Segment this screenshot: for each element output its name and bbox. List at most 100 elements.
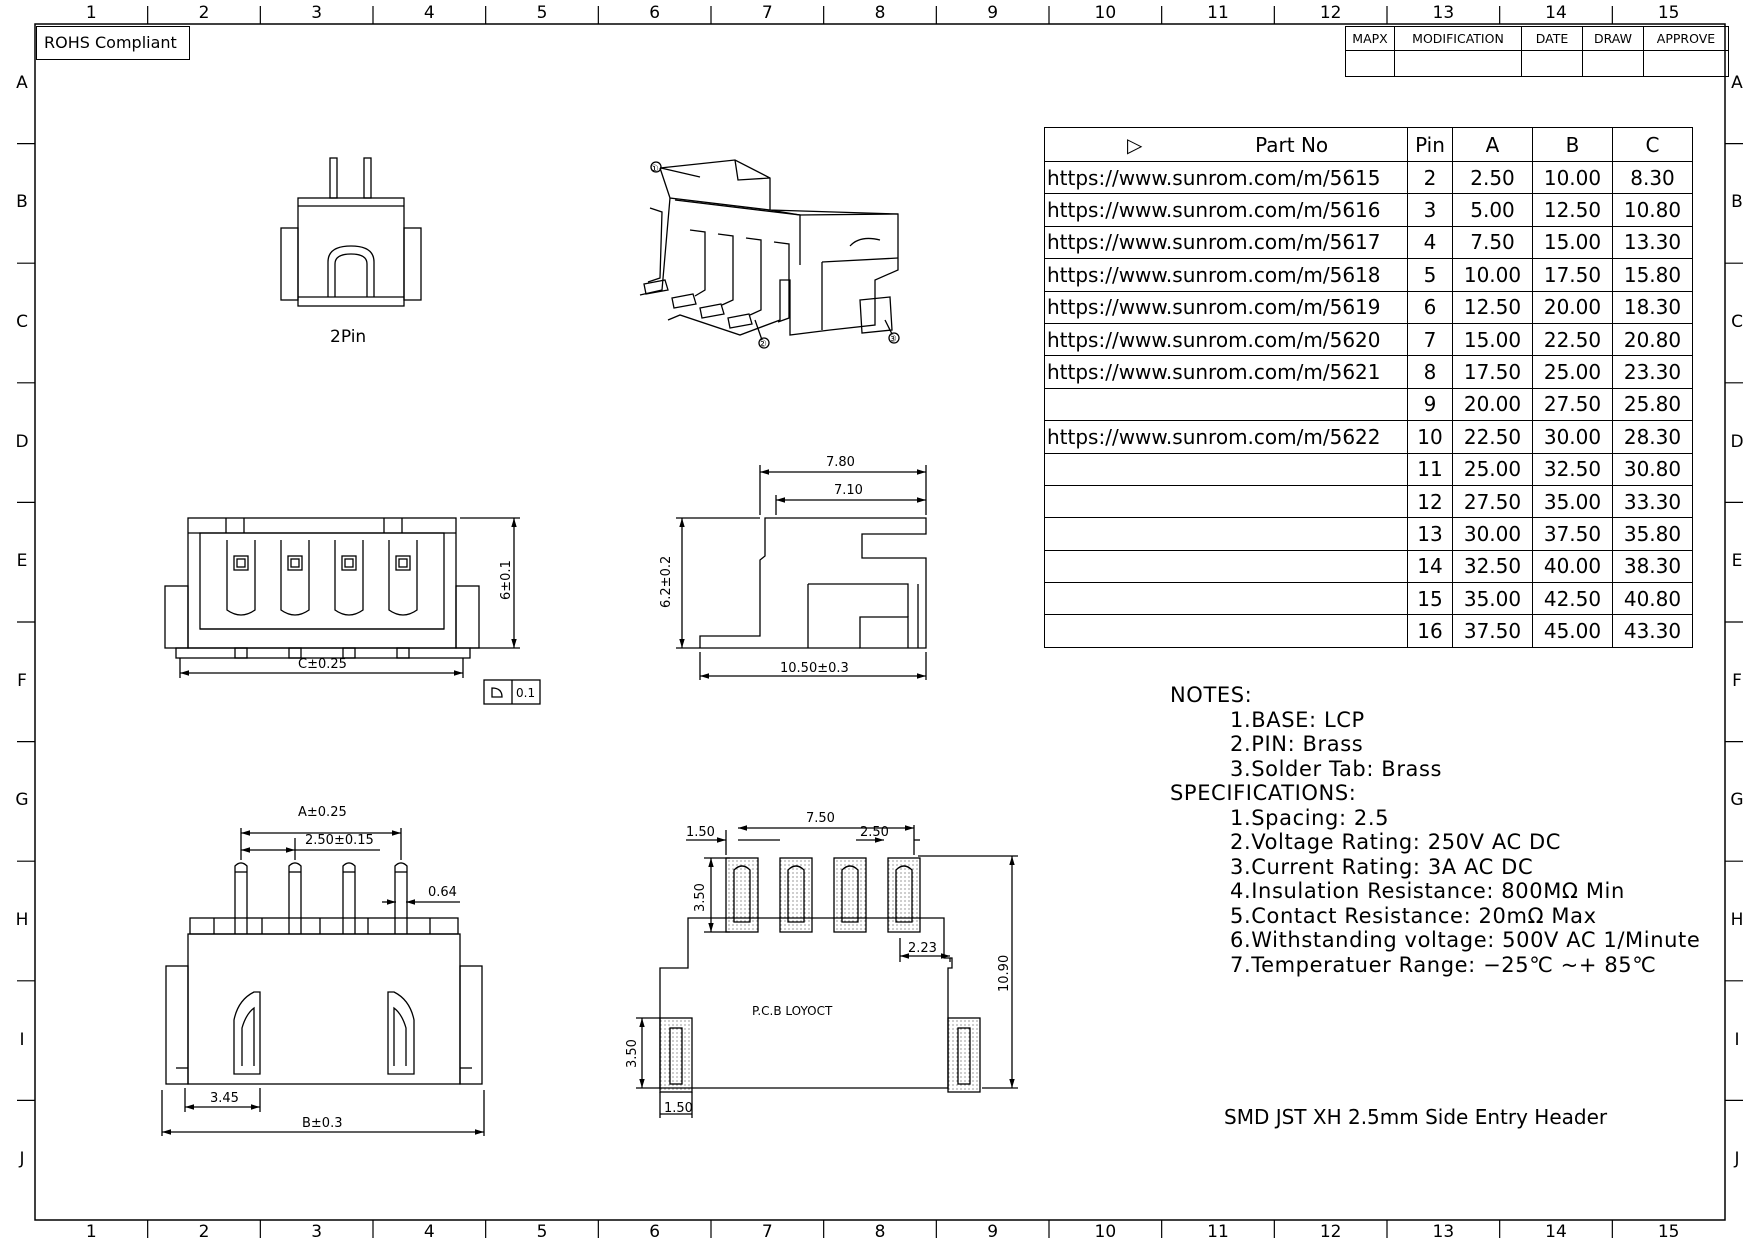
- dim-c: C±0.25: [298, 657, 347, 672]
- dim-height-front: 6±0.1: [499, 560, 514, 600]
- part-cell-c: 15.80: [1612, 258, 1693, 292]
- bottom-pin: [288, 862, 302, 934]
- column-label-top: 7: [761, 3, 773, 23]
- part-cell-c: 43.30: [1612, 614, 1693, 648]
- row-label-left: I: [19, 1029, 25, 1050]
- part-cell-b: 37.50: [1532, 517, 1613, 551]
- part-cell-a: 37.50: [1452, 614, 1533, 648]
- note-item: 1.BASE: LCP: [1230, 707, 1365, 732]
- front-pin: [226, 540, 256, 616]
- front-pin: [334, 540, 364, 616]
- dim-side-height: 6.2±0.2: [659, 556, 674, 608]
- pcb-label: P.C.B LOYOCT: [752, 1004, 833, 1018]
- drawing-title: SMD JST XH 2.5mm Side Entry Header: [1224, 1105, 1608, 1129]
- part-cell-part[interactable]: https://www.sunrom.com/m/5617: [1044, 225, 1408, 260]
- callout-2: ②: [758, 339, 767, 350]
- part-cell-c: 40.80: [1612, 582, 1693, 616]
- revision-table: MAPX MODIFICATION DATE DRAW APPROVE: [1345, 26, 1729, 77]
- pcb-pad-outline: [733, 865, 751, 923]
- column-label-bottom: 7: [761, 1222, 773, 1242]
- part-cell-part[interactable]: https://www.sunrom.com/m/5622: [1044, 420, 1408, 454]
- dim-a: A±0.25: [298, 805, 347, 820]
- spec-item: 5.Contact Resistance: 20mΩ Max: [1230, 903, 1597, 928]
- spec-item: 3.Current Rating: 3A AC DC: [1230, 854, 1534, 879]
- column-label-top: 1: [85, 3, 97, 23]
- part-cell-a: 15.00: [1452, 322, 1533, 357]
- part-cell-c: 13.30: [1612, 225, 1693, 260]
- part-cell-c: 30.80: [1612, 452, 1693, 486]
- dim-pcb-span: 7.50: [806, 811, 835, 826]
- part-cell-pin: 8: [1407, 355, 1453, 389]
- part-cell-part[interactable]: https://www.sunrom.com/m/5619: [1044, 290, 1408, 324]
- row-label-left: C: [16, 312, 28, 332]
- front-view: [164, 517, 480, 659]
- rohs-label: ROHS Compliant: [36, 26, 190, 60]
- pcb-pad-outline: [841, 865, 859, 923]
- column-label-bottom: 5: [536, 1222, 548, 1242]
- front-pin-window: [395, 555, 411, 571]
- part-cell-c: 25.80: [1612, 387, 1693, 422]
- column-label-bottom: 15: [1657, 1222, 1680, 1242]
- part-cell-c: 23.30: [1612, 355, 1693, 389]
- column-label-top: 11: [1207, 3, 1229, 23]
- callout-markers: [650, 161, 900, 349]
- column-label-bottom: 1: [85, 1222, 97, 1242]
- row-label-left: E: [16, 551, 28, 572]
- part-cell-b: 22.50: [1532, 322, 1613, 357]
- dim-side-length: 10.50±0.3: [780, 661, 849, 676]
- row-label-right: F: [1732, 670, 1742, 691]
- part-cell-a: 12.50: [1452, 290, 1533, 324]
- column-label-top: 12: [1319, 3, 1342, 23]
- row-label-right: B: [1731, 192, 1743, 213]
- front-pin-foot: [288, 647, 302, 659]
- dim-pcb-pitch: 2.50: [860, 825, 889, 840]
- column-label-top: 8: [874, 3, 886, 23]
- bottom-pin: [342, 862, 356, 934]
- front-pin: [280, 540, 310, 616]
- front-pin-contact: [398, 558, 408, 568]
- spec-item: 7.Temperatuer Range: −25℃ ~+ 85℃: [1230, 952, 1657, 977]
- spec-item: 1.Spacing: 2.5: [1230, 805, 1390, 830]
- part-cell-part[interactable]: https://www.sunrom.com/m/5618: [1044, 258, 1408, 292]
- column-label-top: 2: [198, 3, 210, 23]
- spec-item: 4.Insulation Resistance: 800MΩ Min: [1230, 879, 1625, 903]
- column-label-top: 13: [1432, 3, 1455, 23]
- top-view-2pin: [280, 157, 422, 307]
- part-cell-part: [1044, 517, 1408, 551]
- row-label-left: A: [16, 72, 28, 93]
- part-cell-part[interactable]: https://www.sunrom.com/m/5620: [1044, 322, 1408, 357]
- row-label-right: J: [1734, 1149, 1740, 1170]
- part-cell-c: 18.30: [1612, 290, 1693, 324]
- row-label-right: D: [1730, 431, 1744, 452]
- callout-1: ①: [650, 164, 659, 175]
- notes-heading: NOTES:: [1170, 683, 1253, 707]
- spec-heading: SPECIFICATIONS:: [1170, 781, 1357, 805]
- part-table: ▷ Part No Pin A B C https://www.sunrom.c…: [1044, 127, 1693, 648]
- front-pin-foot: [234, 647, 248, 659]
- row-label-right: C: [1731, 312, 1743, 332]
- dim-pcb-gap: 2.23: [908, 941, 937, 956]
- note-item: 3.Solder Tab: Brass: [1230, 756, 1443, 781]
- column-label-bottom: 8: [874, 1222, 886, 1242]
- part-cell-part[interactable]: https://www.sunrom.com/m/5621: [1044, 355, 1408, 389]
- column-label-bottom: 12: [1319, 1222, 1342, 1242]
- front-pin-contact: [290, 558, 300, 568]
- callout-3: ③: [888, 334, 897, 345]
- part-cell-b: 45.00: [1532, 614, 1613, 648]
- part-cell-a: 5.00: [1452, 193, 1533, 227]
- front-pin-window: [233, 555, 249, 571]
- bottom-view: [165, 862, 483, 1085]
- part-cell-part: [1044, 614, 1408, 648]
- part-cell-a: 32.50: [1452, 549, 1533, 584]
- part-cell-b: 12.50: [1532, 193, 1613, 227]
- row-label-right: E: [1731, 551, 1743, 572]
